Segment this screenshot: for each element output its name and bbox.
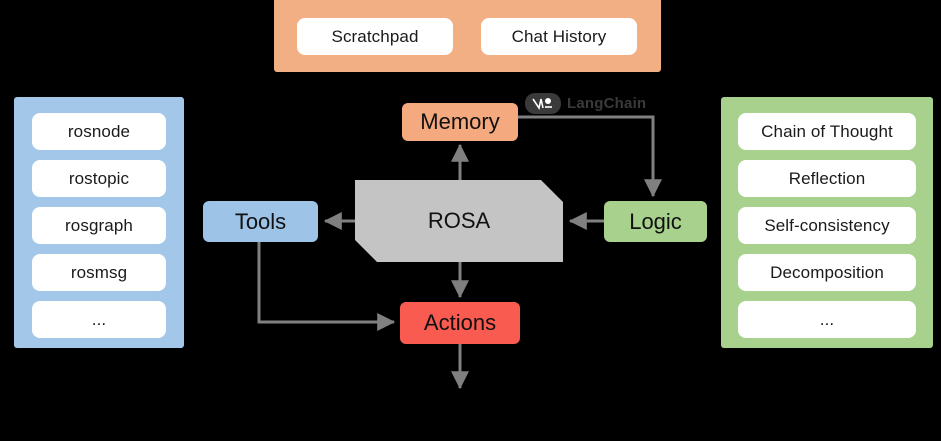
chip-chain-of-thought[interactable]: Chain of Thought (738, 113, 916, 150)
node-tools[interactable]: Tools (203, 201, 318, 242)
chip-rostopic[interactable]: rostopic (32, 160, 166, 197)
langchain-branding: LangChain (525, 92, 646, 114)
chip-decomposition[interactable]: Decomposition (738, 254, 916, 291)
node-actions[interactable]: Actions (400, 302, 520, 344)
node-memory[interactable]: Memory (402, 103, 518, 141)
langchain-label: LangChain (567, 94, 647, 112)
langchain-parrot-icon (525, 92, 561, 114)
chip-rosgraph[interactable]: rosgraph (32, 207, 166, 244)
node-rosa[interactable]: ROSA (355, 180, 563, 262)
chip-self-consistency[interactable]: Self-consistency (738, 207, 916, 244)
chip-reflection[interactable]: Reflection (738, 160, 916, 197)
chip-chat-history[interactable]: Chat History (481, 18, 637, 55)
chip-ros-more[interactable]: ... (32, 301, 166, 338)
node-logic[interactable]: Logic (604, 201, 707, 242)
chip-rosmsg[interactable]: rosmsg (32, 254, 166, 291)
chip-scratchpad[interactable]: Scratchpad (297, 18, 453, 55)
chip-strategy-more[interactable]: ... (738, 301, 916, 338)
chip-rosnode[interactable]: rosnode (32, 113, 166, 150)
